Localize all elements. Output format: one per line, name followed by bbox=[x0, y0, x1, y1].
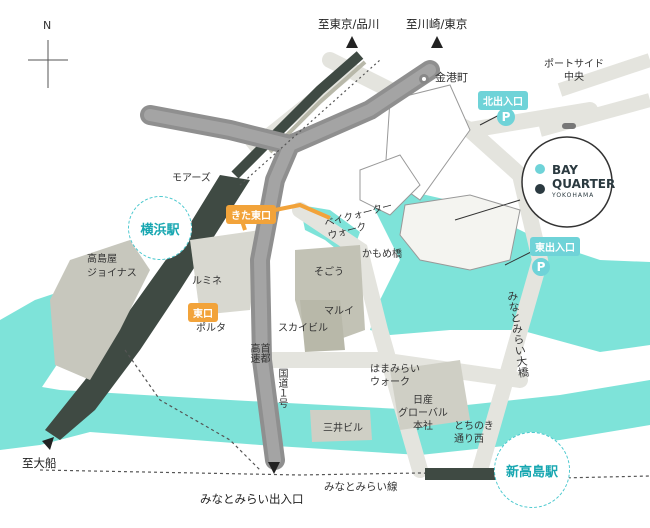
station-bubble-yokohama[interactable]: 横浜駅 bbox=[128, 196, 192, 260]
landmark-hamamirai-walk: はまみらい ウォーク bbox=[370, 364, 420, 388]
arrow-top-right bbox=[431, 36, 443, 48]
landmark-sky-building: スカイビル bbox=[278, 323, 328, 334]
expressway-shuto-inner bbox=[144, 64, 436, 466]
station-label-kanagawa: 金港町 bbox=[435, 71, 468, 84]
landmark-porta: ポルタ bbox=[196, 323, 226, 334]
destination-ofuna: 至大船 bbox=[22, 456, 57, 470]
brand-sub: YOKOHAMA bbox=[552, 191, 595, 199]
arrow-bottom-center bbox=[268, 462, 280, 474]
route-dotted-lower bbox=[124, 349, 261, 471]
route-minatomirai-line bbox=[39, 469, 650, 479]
compass-north-label: N bbox=[43, 19, 52, 32]
destination-kawasaki-tokyo: 至川崎/東京 bbox=[406, 17, 468, 31]
landmark-sogo: そごう bbox=[314, 267, 344, 278]
bay-quarter-logo-mark-bottom bbox=[535, 184, 545, 194]
exit-tag-north-entrance[interactable]: 北出入口 bbox=[478, 91, 528, 110]
road-label-route1: 国道１号 bbox=[276, 368, 287, 408]
parking-icon-north[interactable]: P bbox=[497, 108, 515, 126]
building-bayquarter bbox=[399, 194, 521, 271]
building-marui bbox=[300, 300, 345, 352]
building-mall-mid bbox=[359, 154, 421, 216]
arrow-bottom-left bbox=[42, 437, 54, 450]
route-top-dotted bbox=[239, 59, 381, 186]
rail-label-minatomirai: みなとみらい線 bbox=[324, 481, 398, 493]
brand-name-line1: BAY bbox=[552, 163, 578, 177]
building-lumine bbox=[190, 230, 260, 315]
exit-tag-kita-higashi[interactable]: きた東口 bbox=[226, 205, 276, 224]
landmark-kamome-bridge: かもめ橋 bbox=[362, 249, 402, 260]
arrow-top-left bbox=[346, 36, 358, 48]
bay-quarter-logo-bubble bbox=[521, 136, 613, 228]
exit-tag-higashi[interactable]: 東口 bbox=[188, 303, 218, 322]
landmark-lumine: ルミネ bbox=[192, 276, 222, 287]
bay-quarter-logo-mark-top bbox=[535, 164, 545, 174]
station-bar-shintakashima bbox=[425, 468, 500, 480]
bubble-pointer bbox=[454, 199, 521, 221]
destination-tokyo-shinagawa: 至東京/品川 bbox=[318, 17, 380, 31]
road-label-shuto: 首都 高速 bbox=[248, 343, 269, 363]
parking-icon-east[interactable]: P bbox=[532, 258, 550, 276]
building-nissan bbox=[390, 360, 470, 430]
compass-cross bbox=[28, 40, 68, 88]
exit-tag-east-entrance[interactable]: 東出入口 bbox=[530, 237, 580, 256]
station-icon-portside bbox=[562, 123, 576, 129]
building-mitsui bbox=[310, 410, 372, 442]
destination-minatomirai-interchange: みなとみらい出入口 bbox=[200, 492, 304, 506]
station-label-yokohama: 横浜駅 bbox=[140, 222, 180, 238]
station-label-shintakashima: 新高島駅 bbox=[505, 464, 558, 480]
station-icon-kanagawa bbox=[419, 74, 429, 84]
landmark-takashimaya: 高島屋 ジョイナス bbox=[87, 254, 137, 279]
landmark-moazu: モアーズ bbox=[172, 173, 211, 184]
station-label-portside: ポートサイド 中央 bbox=[544, 59, 604, 83]
station-bubble-shintakashima[interactable]: 新高島駅 bbox=[494, 432, 570, 508]
landmark-mitsui: 三井ビル bbox=[323, 423, 363, 434]
railway-north bbox=[231, 51, 364, 179]
brand-name: BAY QUARTER YOKOHAMA bbox=[552, 163, 615, 199]
building-takashimaya bbox=[50, 240, 150, 380]
brand-name-line2: QUARTER bbox=[552, 177, 616, 192]
landmark-marui: マルイ bbox=[324, 306, 354, 317]
landmark-nissan: 日産 グローバル 本社 bbox=[398, 395, 448, 432]
landmark-tochinoki: とちのき 通り西 bbox=[454, 421, 494, 445]
